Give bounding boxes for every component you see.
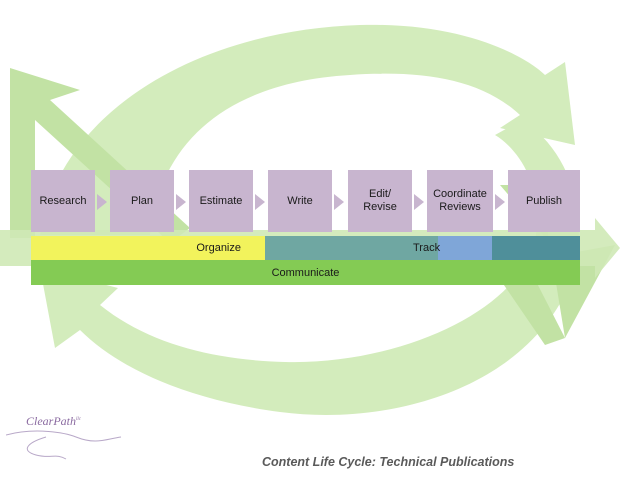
communicate-label: Communicate <box>271 266 340 279</box>
arrow-research-plan <box>97 194 107 210</box>
track-label: Track <box>413 242 441 254</box>
track-bar: Track <box>265 236 580 260</box>
logo-name: ClearPath <box>26 414 76 428</box>
logo-swoosh-icon <box>6 430 122 460</box>
step-coordinate-reviews[interactable]: Coordinate Reviews <box>427 170 493 232</box>
logo-suffix: llc <box>76 417 81 422</box>
upper-cycle-arrow <box>40 24 575 235</box>
step-plan[interactable]: Plan <box>110 170 174 232</box>
step-estimate[interactable]: Estimate <box>189 170 253 232</box>
organize-label: Organize <box>196 242 241 254</box>
arrow-estimate-write <box>255 194 265 210</box>
step-research[interactable]: Research <box>31 170 95 232</box>
step-publish[interactable]: Publish <box>508 170 580 232</box>
step-edit-revise[interactable]: Edit/ Revise <box>348 170 412 232</box>
step-write[interactable]: Write <box>268 170 332 232</box>
diagram-caption: Content Life Cycle: Technical Publicatio… <box>262 455 515 469</box>
arrow-write-edit <box>334 194 344 210</box>
arrow-plan-estimate <box>176 194 186 210</box>
communicate-bar: Communicate <box>31 260 580 285</box>
organize-bar: Organize <box>31 236 265 260</box>
right-cycle-arrow <box>40 120 579 415</box>
clearpath-logo: ClearPathllc <box>26 414 81 429</box>
arrow-coordinate-publish <box>495 194 505 210</box>
arrow-edit-coordinate <box>414 194 424 210</box>
